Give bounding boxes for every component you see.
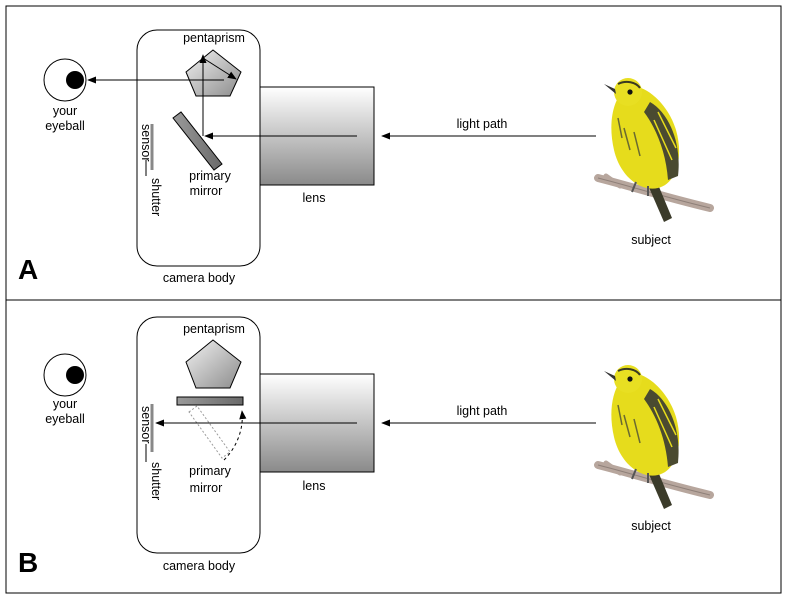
sensor-label: sensor: [139, 406, 153, 444]
primary-mirror: [172, 111, 223, 171]
panel-b-letter: B: [18, 547, 38, 578]
primary-mirror-raised: [176, 396, 244, 406]
subject-bird: [598, 365, 710, 509]
panel-a-letter: A: [18, 254, 38, 285]
eyeball-label-line2: eyeball: [45, 412, 85, 426]
primary-mirror-ghost: [188, 405, 231, 459]
eyeball-label-line1: your: [53, 397, 77, 411]
shutter-label: shutter: [149, 178, 163, 216]
light-path-arrows: [87, 54, 596, 140]
lens-label: lens: [303, 191, 326, 205]
pentaprism-label: pentaprism: [183, 31, 245, 45]
eyeball-label-line1: your: [53, 104, 77, 118]
panel-b: camera body lens pentaprism primary mirr…: [5, 299, 782, 594]
camera-body-label: camera body: [163, 271, 236, 285]
sensor-label: sensor: [139, 124, 153, 162]
light-path-label: light path: [457, 117, 508, 131]
subject-label: subject: [631, 233, 671, 247]
pupil: [66, 71, 84, 89]
light-path-label: light path: [457, 404, 508, 418]
panel-b-frame: [5, 299, 782, 594]
mirror-swing-arrow: [223, 410, 247, 461]
lens-label: lens: [303, 479, 326, 493]
eyeball: [43, 58, 87, 102]
mirror-label-line2: mirror: [190, 481, 223, 495]
mirror-label-line1: primary: [189, 464, 231, 478]
shutter-label: shutter: [149, 462, 163, 500]
subject-bird: [598, 78, 710, 222]
pentaprism-label: pentaprism: [183, 322, 245, 336]
camera-body-label: camera body: [163, 559, 236, 573]
mirror-label-line2: mirror: [190, 184, 223, 198]
mirror-label-line1: primary: [189, 169, 231, 183]
subject-label: subject: [631, 519, 671, 533]
panel-a: camera body lens pentaprism primary mirr…: [5, 5, 782, 301]
pentaprism: [185, 339, 242, 389]
pentaprism: [185, 49, 242, 97]
eyeball-label-line2: eyeball: [45, 119, 85, 133]
eyeball: [43, 353, 87, 397]
pupil: [66, 366, 84, 384]
